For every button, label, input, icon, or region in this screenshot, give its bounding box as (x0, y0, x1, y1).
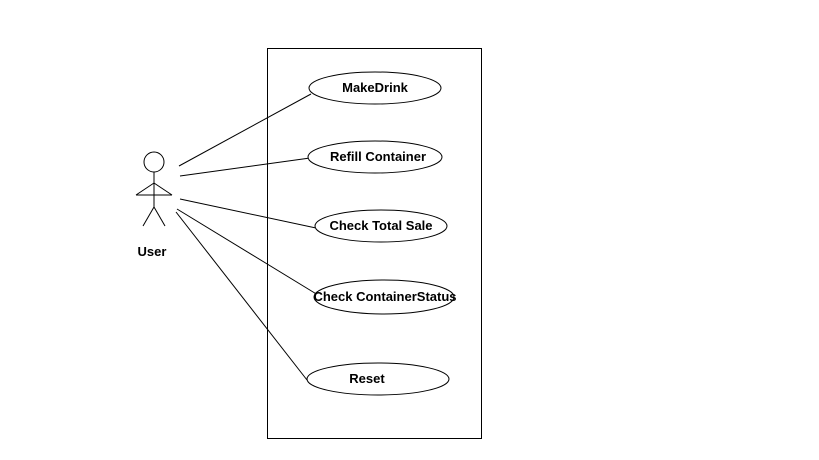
use-case-label: Check Total Sale (329, 218, 432, 233)
actor-shoulder-right (153, 182, 173, 196)
association-check-total-sale (179, 198, 317, 229)
use-case-refill-container: Refill Container (307, 140, 443, 174)
actor-left-leg (142, 206, 155, 227)
actor-head (143, 151, 165, 173)
use-case-check-total-sale: Check Total Sale (314, 209, 448, 243)
association-check-container-status (176, 208, 319, 296)
use-case-reset: Reset (306, 362, 450, 396)
association-refill-container (179, 157, 311, 177)
use-case-label: MakeDrink (342, 80, 409, 95)
actor-right-leg (153, 206, 166, 227)
use-case-label: Refill Container (330, 149, 426, 164)
association-reset (175, 211, 308, 381)
use-case-check-container-status: Check ContainerStatus (313, 279, 457, 315)
system-boundary (267, 48, 482, 439)
use-case-label: Reset (349, 371, 385, 386)
actor-shoulder-left (135, 182, 155, 196)
association-makedrink (178, 93, 312, 167)
actor-label: User (138, 244, 167, 259)
use-case-makedrink: MakeDrink (308, 71, 442, 105)
actor-user (135, 151, 173, 227)
use-case-label: Check ContainerStatus (313, 289, 456, 304)
